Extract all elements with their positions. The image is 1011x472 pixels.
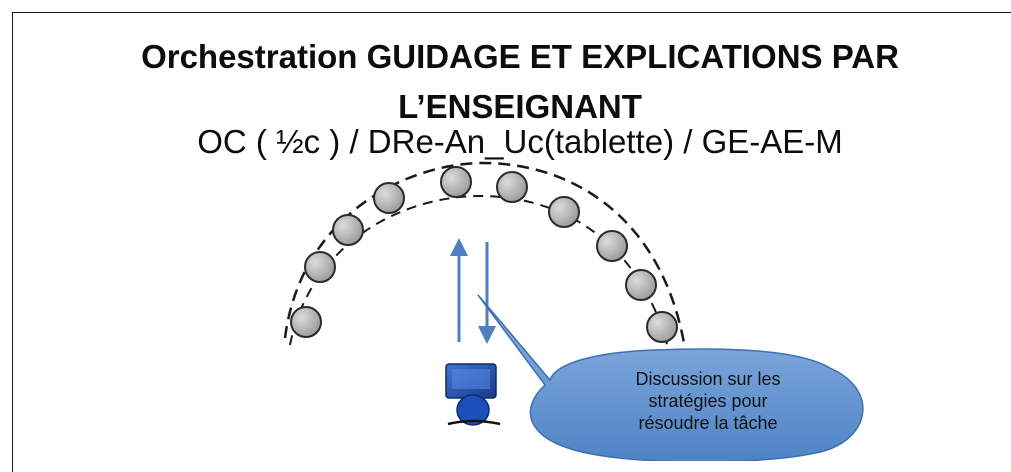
student-circle-icon (596, 230, 628, 262)
student-circle-icon (332, 214, 364, 246)
student-circle-icon (496, 171, 528, 203)
student-circle-icon (304, 251, 336, 283)
student-circle-icon (625, 269, 657, 301)
teacher-icon (445, 363, 501, 426)
title-line-2: L’ENSEIGNANT (398, 88, 642, 125)
discussion-bubble (477, 294, 864, 461)
student-circle-icon (646, 311, 678, 343)
slide-subtitle: OC ( ½c ) / DRe-An_Uc(tablette) / GE-AE-… (197, 123, 843, 160)
student-circle-icon (548, 196, 580, 228)
outer-dashed-arc (283, 161, 686, 344)
student-circle-icon (290, 306, 322, 338)
bubble-line-1: Discussion sur les (635, 369, 781, 389)
bubble-text: Discussion sur les stratégies pour résou… (578, 368, 838, 434)
bubble-line-2: stratégies pour (648, 391, 768, 411)
down-arrow-icon (478, 242, 496, 344)
student-circles (290, 166, 678, 343)
slide-title: Orchestration GUIDAGE ET EXPLICATIONS PA… (20, 32, 1011, 132)
student-circle-icon (440, 166, 472, 198)
classroom-diagram (283, 161, 864, 461)
slide-frame (12, 12, 1011, 472)
student-circle-icon (373, 182, 405, 214)
bubble-line-3: résoudre la tâche (638, 413, 778, 433)
title-line-1: Orchestration GUIDAGE ET EXPLICATIONS PA… (141, 38, 899, 75)
up-arrow-icon (450, 238, 468, 342)
